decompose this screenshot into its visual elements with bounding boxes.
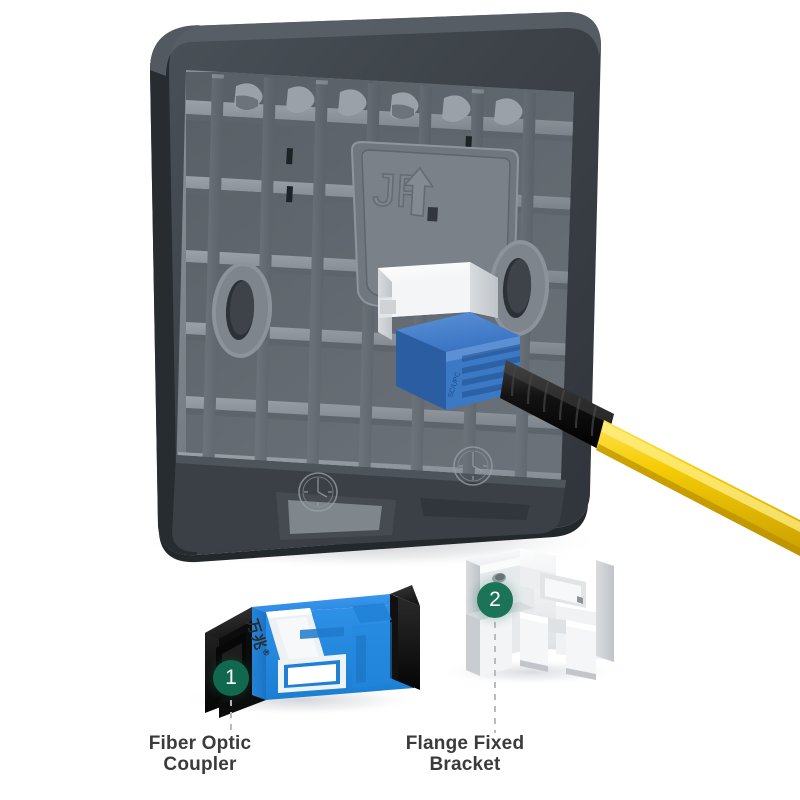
plate-bottom-edge — [158, 492, 590, 563]
callout-badge-2[interactable]: 2 — [477, 582, 513, 618]
wall-plate-assembly: JP — [150, 12, 601, 563]
callout-label-flange-fixed-bracket: Flange Fixed Bracket — [405, 733, 525, 775]
coupler-brand-mark: ® — [260, 647, 272, 659]
screw-boss-left — [211, 262, 273, 358]
plate-top-bevel — [150, 12, 601, 76]
plate-skirt-groove — [420, 498, 530, 520]
plate-left-edge — [150, 25, 200, 556]
leader-lines — [230, 622, 496, 733]
screw-boss-right — [488, 240, 550, 336]
sc-connector-and-patchcord: SC/UPC — [396, 312, 800, 556]
callout-badge-2-number: 2 — [489, 588, 501, 611]
installed-white-bracket — [378, 262, 498, 340]
plate-skirt-highlight — [176, 455, 566, 488]
callout-badge-1-number: 1 — [225, 666, 237, 689]
fiber-boot — [500, 360, 614, 452]
plate-center-notch-insert — [288, 500, 382, 534]
mold-mark-right — [453, 446, 493, 486]
jp-panel-slot — [427, 207, 438, 222]
callout-label-fiber-optic-coupler: Fiber Optic Coupler — [148, 733, 252, 775]
callout-badge-1[interactable]: 1 — [213, 660, 249, 696]
up-arrow-emboss — [403, 166, 435, 218]
mold-mark-left — [298, 472, 338, 512]
patch-cord-shadow — [596, 444, 800, 556]
patch-cord-highlight — [602, 422, 800, 532]
